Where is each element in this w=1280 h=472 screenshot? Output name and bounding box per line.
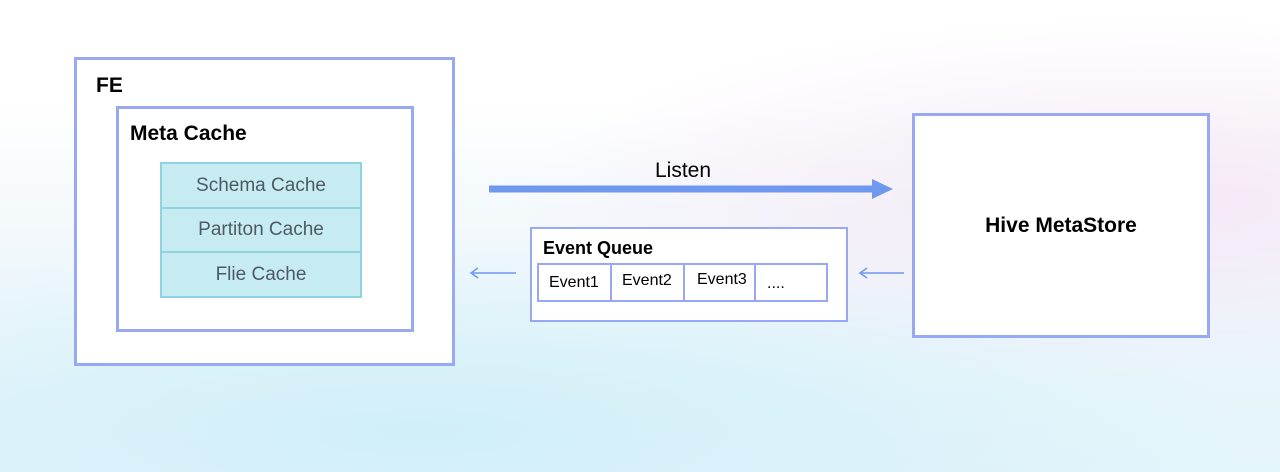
event-cell-1: Event1: [549, 273, 599, 291]
meta-cache-title: Meta Cache: [130, 122, 247, 145]
schema-cache: Schema Cache: [160, 162, 362, 209]
event-cell-2: Event2: [622, 271, 672, 289]
hive-metastore-box: Hive MetaStore: [912, 113, 1210, 338]
queue-to-fe-arrowhead: [469, 267, 479, 279]
fe-title: FE: [96, 74, 123, 97]
hive-to-queue-arrowhead: [858, 267, 868, 279]
event-row: [537, 263, 828, 302]
file-cache: Flie Cache: [160, 251, 362, 298]
event-queue-title: Event Queue: [543, 238, 654, 258]
hive-metastore-title: Hive MetaStore: [985, 213, 1137, 237]
listen-label: Listen: [655, 159, 712, 182]
event-cell-3: Event3: [697, 270, 747, 288]
event-cell-more: ....: [767, 274, 785, 292]
listen-arrowhead: [872, 179, 893, 199]
